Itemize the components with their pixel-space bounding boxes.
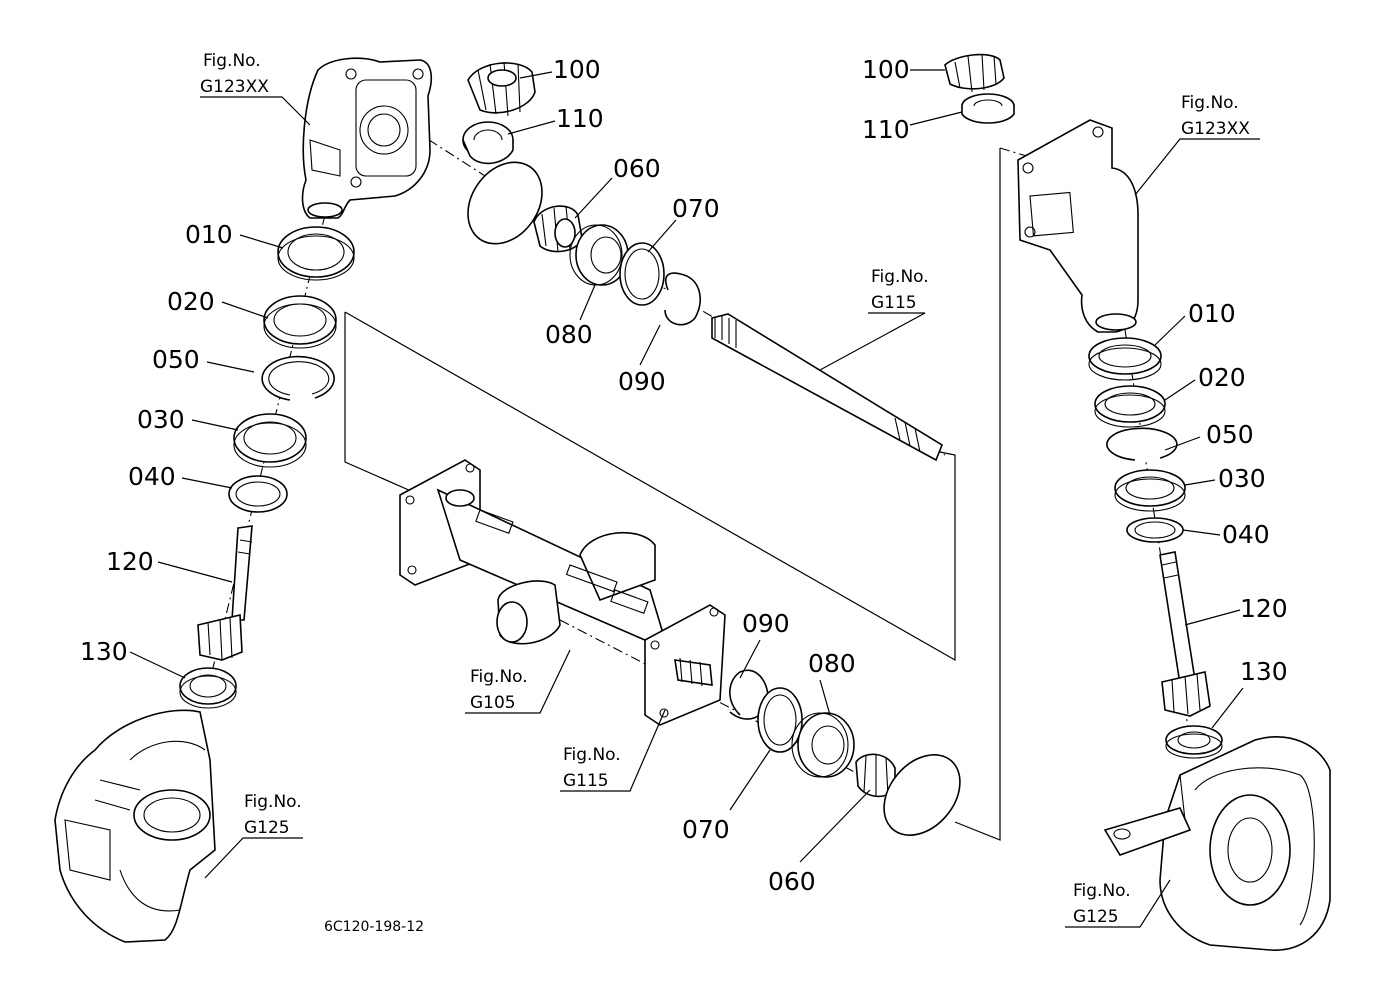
left-bearing-030: [233, 413, 307, 468]
fig-g115-bottom-line1: Fig.No.: [563, 745, 621, 765]
left-bearing-130: [179, 667, 237, 709]
label-010-right: 010: [1188, 299, 1236, 328]
fig-g115-bottom-line2: G115: [563, 771, 609, 791]
label-040-right: 040: [1222, 520, 1270, 549]
label-060-top: 060: [613, 154, 661, 183]
right-bevel-housing: [944, 53, 1139, 333]
right-bearing-110: [961, 93, 1015, 124]
label-080-top: 080: [545, 320, 593, 349]
label-120-right: 120: [1240, 594, 1288, 623]
left-bevel-housing: [301, 57, 433, 219]
leader-lines: [129, 69, 1260, 928]
top-snap-ring-090: [664, 272, 701, 326]
label-090-top: 090: [618, 367, 666, 396]
label-030-right: 030: [1218, 464, 1266, 493]
fig-g125-right-line2: G125: [1073, 907, 1119, 927]
bottom-snap-ring-090: [729, 669, 769, 720]
right-snap-ring-050: [1106, 427, 1178, 461]
left-snap-ring-050: [261, 355, 335, 401]
label-080-bottom: 080: [808, 649, 856, 678]
label-020-right: 020: [1198, 363, 1246, 392]
label-040-left: 040: [128, 462, 176, 491]
label-020-left: 020: [167, 287, 215, 316]
left-part-stack: [179, 226, 355, 709]
label-130-left: 130: [80, 637, 128, 666]
top-ring-070: [619, 242, 665, 306]
right-collar-010: [1088, 337, 1162, 381]
fig-g123xx-right-line1: Fig.No.: [1181, 93, 1239, 113]
label-070-top: 070: [672, 194, 720, 223]
top-shaft-parts: [462, 61, 943, 462]
fig-g105-line1: Fig.No.: [470, 667, 528, 687]
center-axle-housing: [399, 459, 726, 726]
fig-g125-left-line2: G125: [244, 818, 290, 838]
left-pinion-shaft-120: [197, 525, 253, 661]
right-bearing-030: [1114, 469, 1186, 512]
part-number-labels: 010 020 050 030 040 120 130 100 110 060 …: [80, 55, 1288, 896]
right-pinion-shaft-120: [1159, 551, 1211, 717]
fig-g123xx-right-line2: G123XX: [1181, 119, 1250, 139]
left-ring-040: [228, 475, 288, 513]
right-seal-020: [1094, 385, 1166, 428]
diagram-code: 6C120-198-12: [324, 919, 424, 935]
label-090-bottom: 090: [742, 609, 790, 638]
label-100-right: 100: [862, 55, 910, 84]
left-bearing-110: [462, 121, 514, 165]
bottom-ring-070: [757, 687, 803, 753]
label-060-bottom: 060: [768, 867, 816, 896]
fig-g123xx-left-line1: Fig.No.: [203, 51, 261, 71]
fig-g123xx-left-line2: G123XX: [200, 77, 269, 97]
fig-g105-line2: G105: [470, 693, 516, 713]
left-kingpin-housing: [54, 709, 216, 943]
label-130-right: 130: [1240, 657, 1288, 686]
label-100-top: 100: [553, 55, 601, 84]
fig-g115-top-line2: G115: [871, 293, 917, 313]
right-bearing-130: [1165, 725, 1223, 759]
label-070-bottom: 070: [682, 815, 730, 844]
bottom-shaft-parts: [729, 669, 961, 836]
label-050-left: 050: [152, 345, 200, 374]
left-seal-020: [263, 295, 337, 349]
label-120-left: 120: [106, 547, 154, 576]
top-axle-shaft: [711, 313, 943, 462]
figure-reference-labels: Fig.No. G123XX Fig.No. G115 Fig.No. G105…: [200, 51, 1250, 927]
left-bevel-gear-100: [467, 61, 536, 117]
label-030-left: 030: [137, 405, 185, 434]
label-010-left: 010: [185, 220, 233, 249]
right-part-stack: [1088, 337, 1223, 759]
fig-g125-left-line1: Fig.No.: [244, 792, 302, 812]
fig-g115-top-line1: Fig.No.: [871, 267, 929, 287]
right-kingpin-housing: [1103, 736, 1331, 951]
label-110-top: 110: [556, 104, 604, 133]
left-collar-010: [277, 226, 355, 281]
label-110-right: 110: [862, 115, 910, 144]
fig-g125-right-line1: Fig.No.: [1073, 881, 1131, 901]
top-bevel-pinion-060: [533, 205, 583, 253]
bottom-bearing-080: [791, 712, 855, 778]
right-bevel-gear-100: [944, 53, 1005, 93]
label-050-right: 050: [1206, 420, 1254, 449]
